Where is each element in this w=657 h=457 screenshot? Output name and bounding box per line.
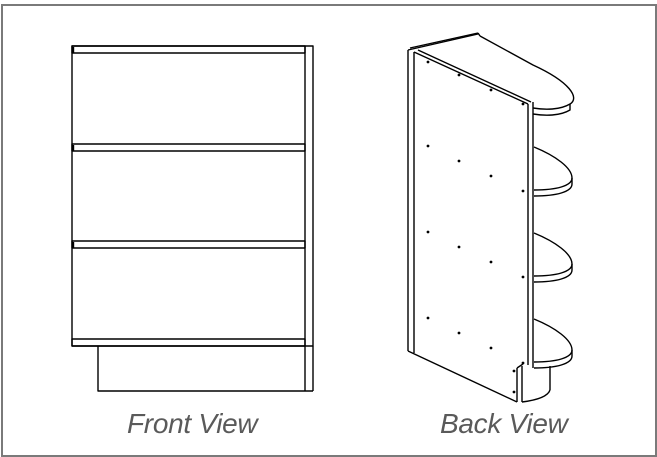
front-bottom-shelf (71, 338, 306, 347)
front-shelf-2 (71, 143, 306, 152)
front-view-drawing (71, 45, 314, 392)
front-shelf-3 (71, 240, 306, 249)
screw-holes (426, 60, 525, 394)
front-view-caption: Front View (127, 408, 258, 439)
back-view-caption: Back View (440, 408, 568, 439)
back-shelf-3 (533, 318, 573, 369)
front-carcass-outline (71, 45, 314, 347)
back-toe-kick (516, 363, 551, 403)
front-toe-kick (97, 346, 313, 392)
back-view-drawing (407, 32, 575, 403)
back-shelf-2 (533, 232, 573, 283)
back-shelf-1 (533, 146, 573, 197)
front-top-shelf (71, 45, 306, 54)
